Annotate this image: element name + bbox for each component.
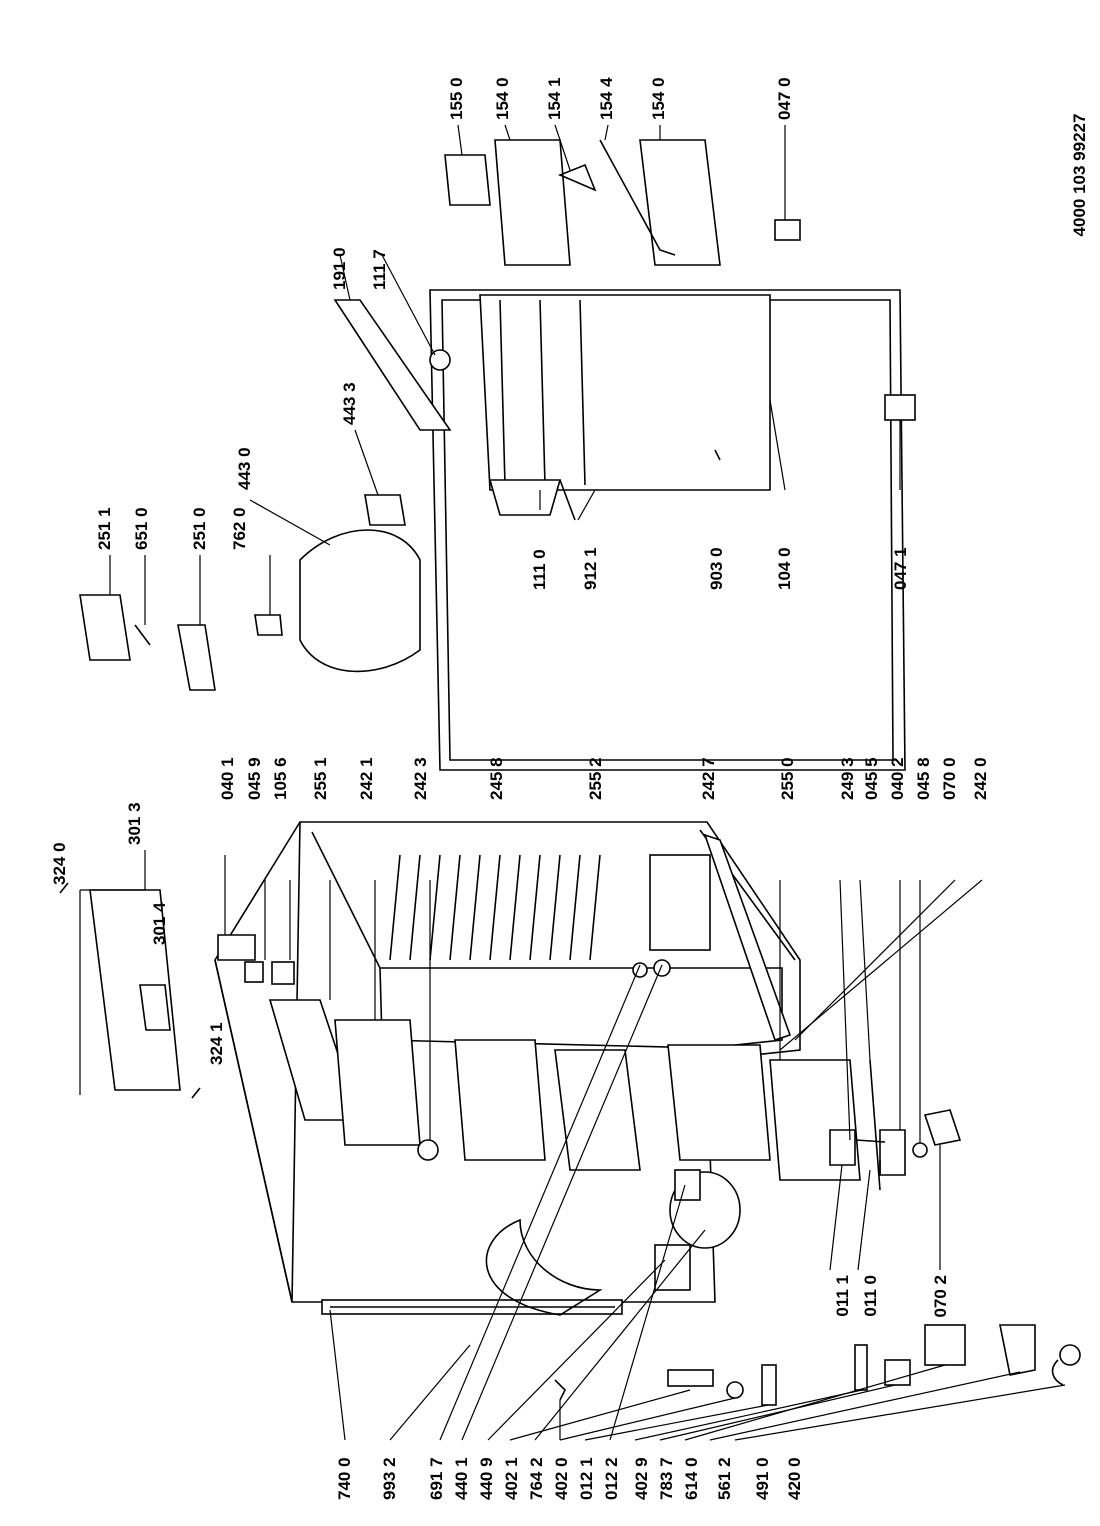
document-code: 4000 103 99227 [1070,114,1089,237]
label-5612: 561 2 [715,1457,734,1500]
label-7400: 740 0 [335,1457,354,1500]
label-6140: 614 0 [682,1457,701,1500]
part-labels: 4000 103 99227 301 3 324 0 301 4 324 1 0… [50,77,1089,1500]
label-0110: 011 0 [861,1275,880,1317]
label-9030: 903 0 [707,547,726,590]
label-0458: 045 8 [914,757,933,800]
label-4021: 402 1 [502,1457,521,1500]
label-1540b: 154 0 [649,77,668,120]
gasket-drawing [333,299,452,431]
label-4409: 440 9 [477,1457,496,1500]
label-0700: 070 0 [940,757,959,800]
label-2421: 242 1 [357,757,376,800]
label-0402: 040 2 [888,757,907,800]
label-9121: 912 1 [581,547,600,590]
label-4430: 443 0 [235,447,254,490]
label-2427: 242 7 [699,757,718,800]
door-drawing [333,139,916,771]
label-0702: 070 2 [931,1275,950,1318]
label-2551: 255 1 [311,757,330,800]
label-3241: 324 1 [207,1022,226,1065]
label-1110: 111 0 [530,549,549,590]
label-2552: 255 2 [586,757,605,800]
label-0121: 012 1 [577,1457,596,1500]
label-0455: 045 5 [862,757,881,800]
label-7837: 783 7 [657,1457,676,1500]
label-1550: 155 0 [447,77,466,120]
label-1117: 111 7 [370,249,389,290]
label-6510: 651 0 [132,507,151,550]
label-4200: 420 0 [785,1457,804,1500]
label-6917: 691 7 [427,1457,446,1500]
label-0401: 040 1 [218,757,237,800]
label-0470: 047 0 [775,77,794,120]
label-9932: 993 2 [380,1457,399,1500]
label-2420: 242 0 [971,757,990,800]
label-2550: 255 0 [778,757,797,800]
cabinet-drawing [214,821,801,1316]
label-3240: 324 0 [50,842,69,885]
label-1910: 191 0 [330,247,349,290]
label-7642: 764 2 [527,1457,546,1500]
shelf-runners [389,854,601,961]
label-2511: 251 1 [95,507,114,550]
label-3014: 301 4 [150,902,169,945]
drawer-1 [334,1019,421,1146]
door-shelf-2 [639,139,721,266]
door-shelf-1 [494,139,571,266]
label-0122: 012 2 [602,1457,621,1500]
label-4020: 402 0 [552,1457,571,1500]
label-1056: 105 6 [271,757,290,800]
label-2510: 251 0 [190,507,209,550]
crisper-drawer [667,1044,771,1161]
wire-shelf [454,1039,546,1161]
control-box-drawing [79,494,421,691]
label-0111: 011 1 [833,1275,852,1317]
label-1544: 154 4 [597,77,616,120]
label-4910: 491 0 [753,1457,772,1500]
label-3013: 301 3 [125,802,144,845]
label-0459: 045 9 [245,757,264,800]
leader-lines [79,124,1066,1441]
label-4029: 402 9 [632,1457,651,1500]
glass-shelf-2 [554,1049,641,1171]
label-4401: 440 1 [452,1457,471,1500]
label-2423: 242 3 [411,757,430,800]
label-2493: 249 3 [838,757,857,800]
label-1540a: 154 0 [493,77,512,120]
label-1541: 154 1 [545,77,564,120]
label-7620: 762 0 [230,507,249,550]
label-2458: 245 8 [487,757,506,800]
label-0471: 047 1 [891,547,910,590]
label-1040: 104 0 [775,547,794,590]
label-4433: 443 3 [340,382,359,425]
